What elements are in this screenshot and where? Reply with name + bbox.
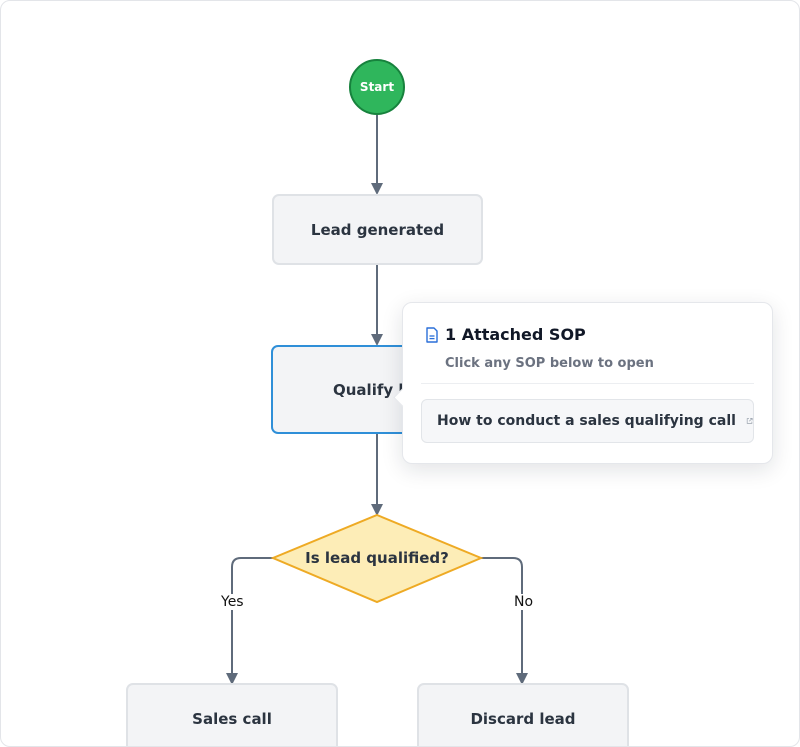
sales-call-label: Sales call bbox=[192, 710, 272, 728]
popover-title: 1 Attached SOP bbox=[445, 325, 586, 344]
decision-label[interactable]: Is lead qualified? bbox=[305, 549, 449, 567]
edge-label-no: No bbox=[512, 594, 536, 610]
discard-lead-node[interactable]: Discard lead bbox=[417, 683, 629, 746]
popover-divider bbox=[421, 383, 754, 384]
sop-popover: 1 Attached SOP Click any SOP below to op… bbox=[393, 302, 773, 464]
edge-label-yes: Yes bbox=[219, 594, 246, 610]
lead-generated-node[interactable]: Lead generated bbox=[272, 194, 483, 265]
sop-link-item[interactable]: How to conduct a sales qualifying call bbox=[421, 399, 754, 443]
popover-header: 1 Attached SOP bbox=[425, 325, 586, 344]
decision-diamond bbox=[270, 513, 484, 604]
lead-generated-label: Lead generated bbox=[310, 220, 445, 239]
discard-lead-label: Discard lead bbox=[470, 710, 576, 728]
sales-call-node[interactable]: Sales call bbox=[126, 683, 338, 746]
popover-subtitle: Click any SOP below to open bbox=[445, 356, 654, 371]
external-link-icon bbox=[746, 417, 753, 424]
document-icon bbox=[426, 326, 438, 343]
start-node[interactable]: Start bbox=[349, 59, 405, 115]
sop-link-label: How to conduct a sales qualifying call bbox=[437, 413, 736, 429]
edge-yes bbox=[226, 557, 273, 685]
edge-no bbox=[481, 557, 528, 685]
qualify-lead-label: Qualify le bbox=[333, 380, 414, 399]
